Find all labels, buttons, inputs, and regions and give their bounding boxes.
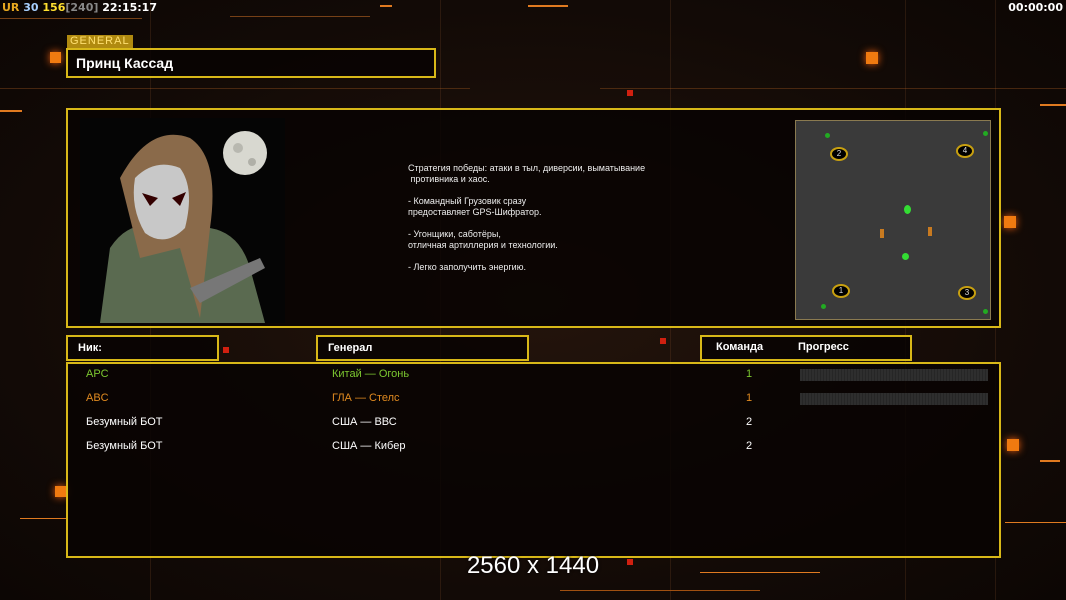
general-tag: GENERAL — [67, 35, 133, 48]
header-team-progress: Команда Прогресс — [700, 335, 912, 361]
map-preview[interactable]: 2 4 1 3 — [795, 120, 991, 320]
player-general: США — Кибер — [332, 440, 406, 452]
player-row[interactable]: Безумный БОТ США — ВВС 2 — [86, 416, 999, 436]
player-nick: Безумный БОТ — [86, 416, 163, 428]
header-general: Генерал — [316, 335, 529, 361]
general-info-panel: Стратегия победы: атаки в тыл, диверсии,… — [66, 108, 1001, 328]
player-team: 1 — [746, 392, 753, 404]
player-nick: APC — [86, 368, 109, 380]
tech-building-icon — [928, 227, 932, 236]
hud-limit: [240] — [65, 1, 99, 14]
progress-bar — [800, 369, 988, 381]
header-team: Команда — [716, 341, 764, 353]
game-timer: 00:00:00 — [1008, 1, 1063, 14]
hud-ur: UR — [2, 1, 20, 14]
hud-stats: UR 30 156[240] 22:15:17 — [2, 1, 157, 14]
player-team: 2 — [746, 416, 753, 428]
start-position-2[interactable]: 2 — [830, 147, 848, 161]
start-position-4[interactable]: 4 — [956, 144, 974, 158]
player-general: Китай — Огонь — [332, 368, 410, 380]
resolution-label: 2560 x 1440 — [466, 552, 600, 579]
players-table: APC Китай — Огонь 1 ABC ГЛА — Стелс 1 Бе… — [66, 362, 1001, 558]
strategy-description: Стратегия победы: атаки в тыл, диверсии,… — [408, 163, 646, 272]
oil-derrick-icon — [902, 253, 909, 260]
oil-derrick-icon — [904, 205, 911, 214]
player-row[interactable]: APC Китай — Огонь 1 — [86, 368, 999, 388]
header-progress: Прогресс — [798, 341, 849, 353]
hud-clock: 22:15:17 — [102, 1, 157, 14]
player-row[interactable]: ABC ГЛА — Стелс 1 — [86, 392, 999, 412]
player-team: 1 — [746, 368, 753, 380]
player-general: ГЛА — Стелс — [332, 392, 400, 404]
start-position-3[interactable]: 3 — [958, 286, 976, 300]
general-name: Принц Кассад — [66, 48, 436, 78]
player-row[interactable]: Безумный БОТ США — Кибер 2 — [86, 440, 999, 460]
general-portrait — [80, 118, 285, 323]
progress-bar — [800, 393, 988, 405]
header-nick: Ник: — [66, 335, 219, 361]
tech-building-icon — [880, 229, 884, 238]
player-nick: Безумный БОТ — [86, 440, 163, 452]
player-team: 2 — [746, 440, 753, 452]
start-position-1[interactable]: 1 — [832, 284, 850, 298]
hud-value: 156 — [42, 1, 66, 14]
player-nick: ABC — [86, 392, 109, 404]
hud-fps: 30 — [23, 1, 39, 14]
player-general: США — ВВС — [332, 416, 397, 428]
